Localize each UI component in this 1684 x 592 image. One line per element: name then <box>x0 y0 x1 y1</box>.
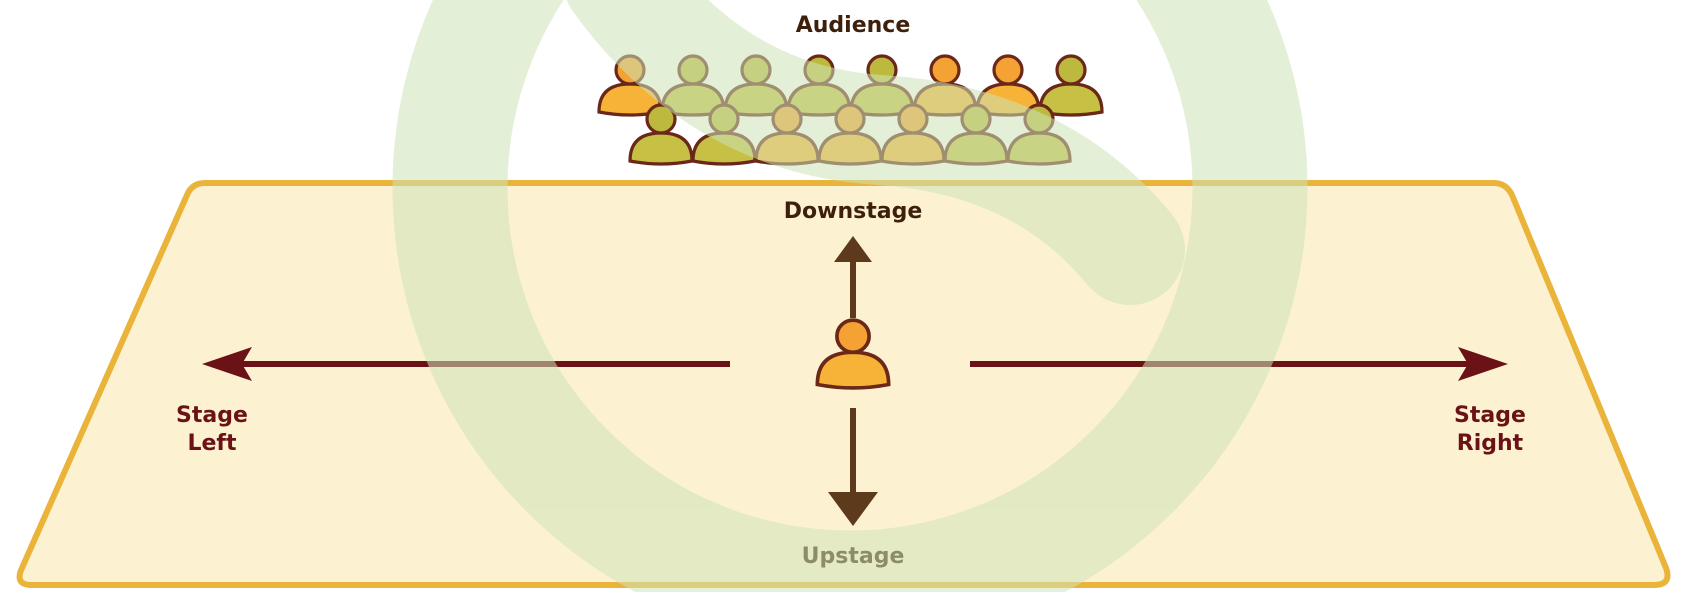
arrow-upstage <box>828 408 878 526</box>
stage-left-label-line1: Stage <box>176 403 248 428</box>
circular-logo-watermark-icon <box>392 0 1308 592</box>
stage-left-label-line2: Left <box>187 431 237 456</box>
actor-person-icon <box>815 318 891 390</box>
audience-person-icon <box>1038 54 1104 117</box>
audience-label: Audience <box>796 13 911 38</box>
stage-right-label-line1: Stage <box>1454 403 1526 428</box>
audience-person-icon <box>628 103 694 166</box>
person-icon <box>815 318 891 390</box>
stage-right-label-line2: Right <box>1457 431 1524 456</box>
downstage-label: Downstage <box>784 199 923 224</box>
arrow-downstage <box>834 236 872 318</box>
